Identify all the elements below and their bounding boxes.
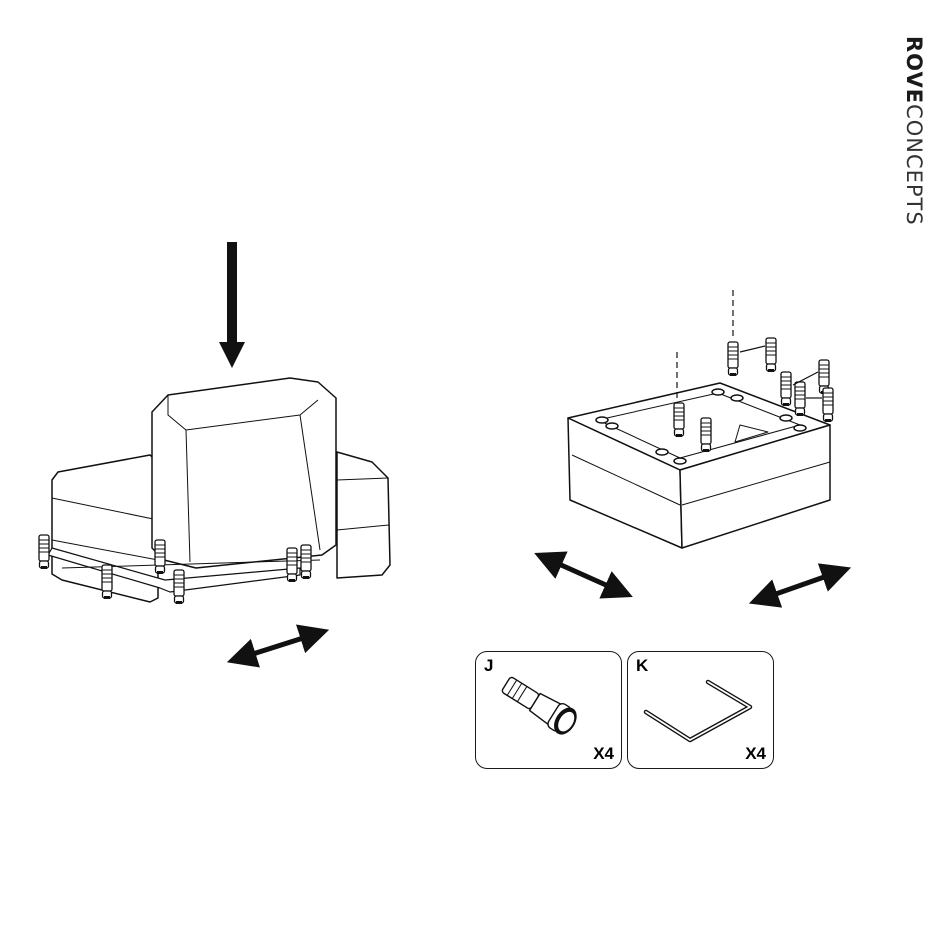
left-module-drawing <box>48 242 390 602</box>
left-slide-arrow <box>234 632 322 660</box>
right-slide-arrow-2 <box>756 570 844 601</box>
part-quantity: X4 <box>593 744 614 764</box>
right-seat-block <box>337 452 390 578</box>
part-quantity: X4 <box>745 744 766 764</box>
down-arrow-head <box>219 342 245 368</box>
down-arrow-shaft <box>227 242 237 344</box>
right-slide-arrow-1 <box>541 556 626 594</box>
right-module-drawing <box>568 383 830 548</box>
part-card-k: K X4 <box>627 651 774 769</box>
part-card-j: J X4 <box>475 651 622 769</box>
